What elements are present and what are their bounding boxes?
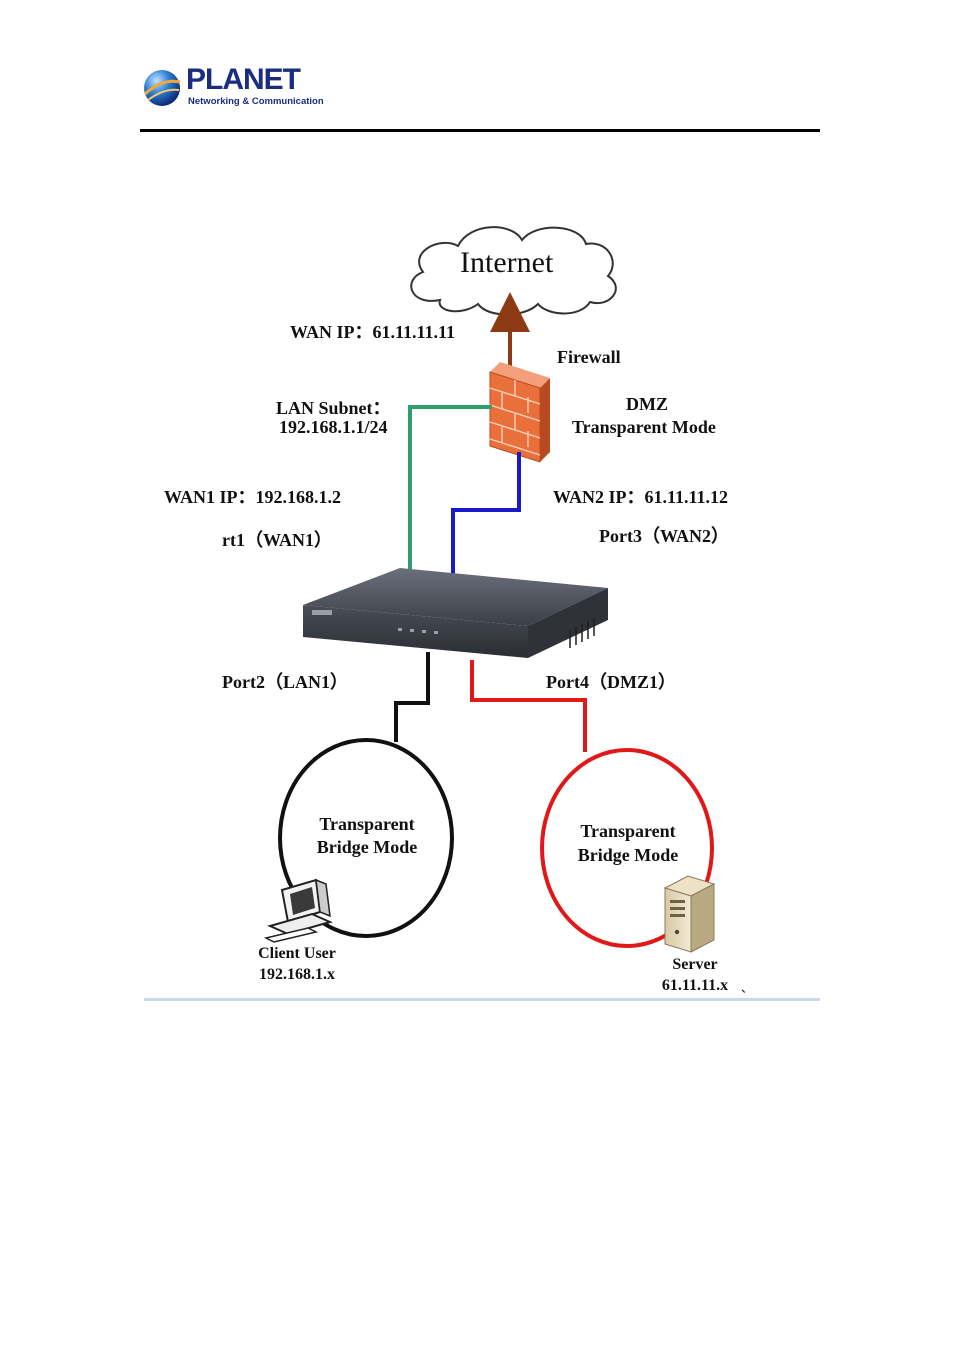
lan1-link (394, 652, 430, 742)
wan1-ip-label: WAN1 IP：192.168.1.2 (164, 487, 342, 507)
firewall-label: Firewall (557, 347, 621, 367)
server-icon (663, 875, 716, 953)
dmz-mode-label: Transparent Mode (572, 417, 716, 437)
brand-name: PLANET (186, 63, 301, 96)
dmz1-link (470, 660, 587, 752)
lan-zone-line2: Bridge Mode (316, 837, 418, 857)
diagram-canvas (263, 226, 716, 953)
firewall-icon (489, 362, 550, 463)
wan2-link (451, 452, 521, 578)
dmz-title-label: DMZ (626, 394, 668, 414)
network-diagram: Internet WAN IP：61.11.11.11 Firewall DMZ… (140, 200, 820, 1000)
lan-zone-line1: Transparent (319, 814, 415, 834)
server-ip-label: 61.11.11.x (661, 977, 729, 994)
page-header: PLANET Networking & Communication (140, 60, 820, 134)
client-ip-label: 192.168.1.x (259, 966, 335, 983)
port1-label: rt1（WAN1） (222, 530, 332, 550)
wan-ip-label: WAN IP：61.11.11.11 (290, 322, 456, 342)
dmz-bridge-zone (540, 748, 714, 948)
lan-subnet-value: 192.168.1.1/24 (279, 417, 388, 437)
stray-mark: 、 (741, 981, 754, 995)
dmz-zone-line2: Bridge Mode (577, 845, 679, 865)
client-user-label: Client User (258, 945, 336, 962)
internet-label: Internet (460, 246, 554, 279)
lan-bridge-zone (278, 738, 454, 938)
port3-label: Port3（WAN2） (599, 526, 729, 546)
port2-label: Port2（LAN1） (222, 672, 348, 692)
client-computer-icon (263, 878, 333, 943)
header-divider (140, 129, 820, 132)
dmz-zone-line1: Transparent (580, 821, 676, 841)
port4-label: Port4（DMZ1） (546, 672, 676, 692)
server-label: Server (672, 956, 718, 973)
planet-globe-icon (143, 70, 181, 106)
diagram-bottom-border (144, 998, 820, 1001)
gateway-device-icon (303, 568, 608, 658)
wan2-ip-label: WAN2 IP：61.11.11.12 (553, 487, 729, 507)
brand-tagline: Networking & Communication (188, 96, 324, 107)
lan-subnet-label: LAN Subnet： (276, 398, 391, 418)
lan-link (408, 405, 492, 572)
